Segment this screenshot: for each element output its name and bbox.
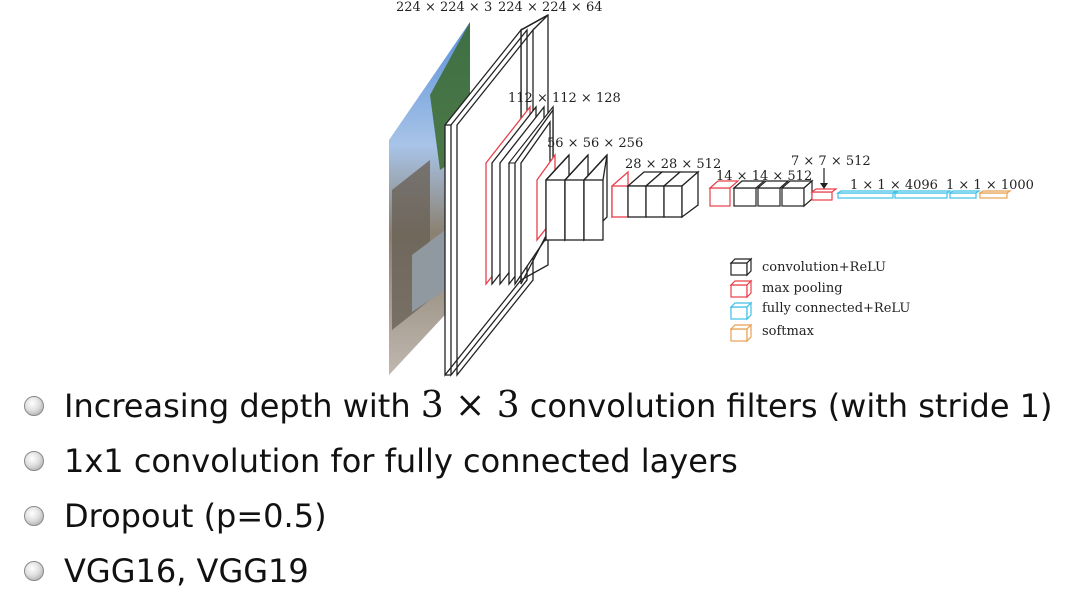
legend-fc: fully connected+ReLU: [729, 301, 910, 321]
label-224x224x64: 224 × 224 × 64: [498, 0, 602, 15]
block-7-pool: [810, 168, 838, 201]
label-14x14x512: 14 × 14 × 512: [716, 169, 812, 184]
fc-layers: [836, 190, 1012, 199]
vgg-architecture-diagram: 224 × 224 × 3 224 × 224 × 64 112 × 112 ×…: [389, 0, 1034, 377]
legend-softmax-label: softmax: [762, 324, 815, 339]
bullet-text: Dropout (p=0.5): [64, 496, 327, 535]
bullet-text-pre: Increasing depth with: [64, 386, 421, 425]
bullet-dot-icon: [24, 450, 44, 471]
legend-conv: convolution+ReLU: [729, 257, 886, 277]
label-7x7x512: 7 × 7 × 512: [791, 154, 871, 169]
bullet-dot-icon: [24, 395, 44, 416]
bullet-item-dropout: Dropout (p=0.5): [24, 488, 1053, 543]
label-224x224x3: 224 × 224 × 3: [396, 0, 492, 15]
bullet-text: 1x1 convolution for fully connected laye…: [64, 441, 738, 480]
block-112: [485, 105, 554, 287]
label-1x1x4096: 1 × 1 × 4096: [850, 178, 938, 193]
legend-conv-label: convolution+ReLU: [762, 260, 886, 275]
bullet-text-post: convolution filters (with stride 1): [519, 386, 1053, 425]
bullet-item-depth: Increasing depth with 3 × 3 convolution …: [24, 378, 1053, 433]
legend-softmax: softmax: [729, 323, 815, 343]
legend-pool: max pooling: [729, 279, 843, 299]
label-28x28x512: 28 × 28 × 512: [625, 157, 721, 172]
block-56: [536, 152, 608, 242]
bullet-list: Increasing depth with 3 × 3 convolution …: [24, 378, 1053, 598]
bullet-dot-icon: [24, 560, 44, 581]
label-56x56x256: 56 × 56 × 256: [547, 136, 643, 151]
bullet-item-1x1: 1x1 convolution for fully connected laye…: [24, 433, 1053, 488]
bullet-dot-icon: [24, 505, 44, 526]
block-28: [611, 170, 700, 219]
legend: convolution+ReLU max pooling fully conne…: [729, 257, 910, 343]
block-14: [708, 179, 814, 208]
legend-fc-label: fully connected+ReLU: [762, 301, 910, 316]
label-112x112x128: 112 × 112 × 128: [508, 91, 621, 106]
legend-pool-label: max pooling: [762, 281, 843, 296]
bullet-math: 3 × 3: [420, 385, 520, 426]
bullet-text: VGG16, VGG19: [64, 551, 309, 590]
label-1x1x1000: 1 × 1 × 1000: [946, 178, 1034, 193]
bullet-item-vgg: VGG16, VGG19: [24, 543, 1053, 598]
